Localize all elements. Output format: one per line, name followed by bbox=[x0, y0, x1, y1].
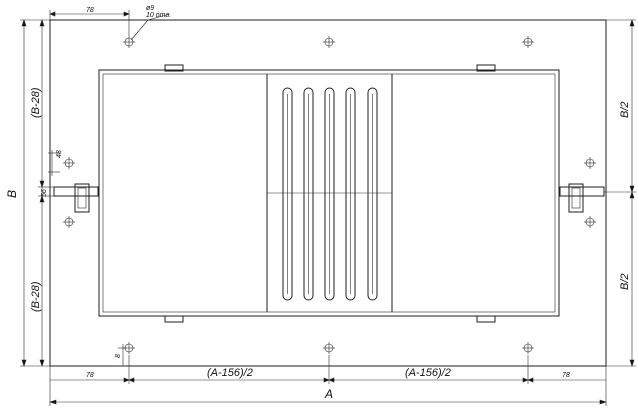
dim-left bbox=[20, 19, 60, 367]
hole-count-label: 10 отв. bbox=[146, 12, 171, 19]
half-span-left-label: (A-156)/2 bbox=[207, 367, 253, 379]
dim-width bbox=[49, 366, 607, 406]
hole-icon bbox=[522, 342, 534, 354]
hole-icon bbox=[63, 216, 75, 228]
hole-icon bbox=[63, 157, 75, 169]
tab-width-label: 48 bbox=[56, 150, 63, 158]
edge-bottom-left-label: 78 bbox=[86, 372, 94, 379]
half-height-top-label: B/2 bbox=[619, 101, 631, 118]
hole-icon bbox=[584, 216, 596, 228]
half-span-right-label: (A-156)/2 bbox=[405, 367, 451, 379]
grille-panel bbox=[266, 74, 393, 312]
hole-icon bbox=[123, 36, 135, 48]
dim-bottom-segments bbox=[50, 355, 606, 384]
edge-top-label: 78 bbox=[86, 7, 94, 14]
hole-icon bbox=[584, 157, 596, 169]
side-bottom-label: (B-28) bbox=[30, 281, 42, 312]
dim-top-edge bbox=[49, 10, 130, 36]
dim-right bbox=[604, 19, 636, 367]
height-label: B bbox=[5, 190, 19, 198]
hole-callout-leader bbox=[130, 13, 171, 41]
dim-bottom-offset bbox=[118, 344, 126, 367]
hole-callout-label: ø9 bbox=[146, 5, 154, 12]
side-tab-left bbox=[53, 183, 99, 213]
inner-frame bbox=[98, 69, 560, 317]
mounting-holes bbox=[63, 36, 596, 354]
hole-icon bbox=[323, 36, 335, 48]
hole-icon bbox=[522, 36, 534, 48]
outer-plate bbox=[49, 19, 607, 367]
bottom-offset-label: 8 bbox=[115, 354, 122, 358]
side-top-label: (B-28) bbox=[30, 87, 42, 118]
side-tab-right bbox=[559, 183, 605, 213]
hole-icon bbox=[323, 342, 335, 354]
grille-slots bbox=[282, 87, 378, 301]
frame-brackets bbox=[164, 64, 496, 323]
half-height-bottom-label: B/2 bbox=[619, 273, 631, 290]
tab-offset-label: 56 bbox=[41, 189, 48, 197]
edge-bottom-right-label: 78 bbox=[562, 372, 570, 379]
dim-width-label: A bbox=[324, 387, 333, 401]
